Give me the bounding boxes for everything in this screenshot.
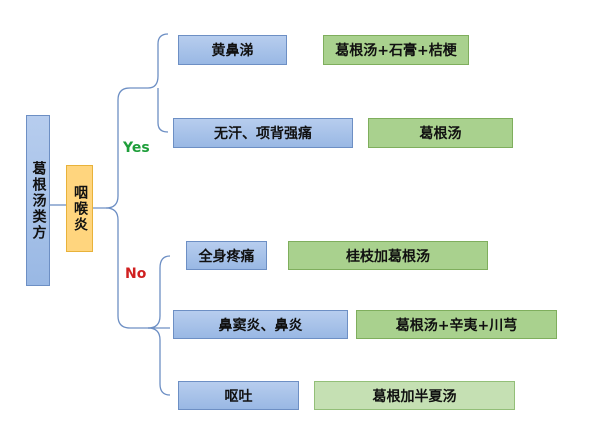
formula-box: 葛根加半夏汤	[314, 381, 515, 410]
branch-no-label: No	[125, 266, 147, 282]
symptom-label: 鼻窦炎、鼻炎	[218, 317, 303, 334]
symptom-box: 全身疼痛	[186, 241, 267, 270]
formula-label: 葛根汤+石膏+桔梗	[335, 43, 457, 59]
formula-box: 葛根汤	[368, 118, 513, 148]
symptom-box: 黄鼻涕	[178, 35, 287, 65]
symptom-label: 黄鼻涕	[211, 43, 254, 59]
symptom-label: 无汗、项背强痛	[214, 126, 312, 142]
symptom-box: 鼻窦炎、鼻炎	[173, 310, 348, 339]
symptom-label: 全身疼痛	[198, 248, 255, 265]
formula-box: 葛根汤+辛夷+川芎	[356, 310, 557, 339]
formula-label: 葛根汤+辛夷+川芎	[395, 317, 518, 334]
symptom-box: 呕吐	[178, 381, 299, 410]
root-category-label: 葛根汤类方	[30, 160, 47, 241]
symptom-label: 呕吐	[224, 388, 253, 405]
branch-yes-label: Yes	[123, 140, 150, 156]
formula-label: 葛根加半夏汤	[372, 388, 457, 405]
formula-label: 桂枝加葛根汤	[346, 248, 430, 265]
formula-box: 桂枝加葛根汤	[288, 241, 488, 270]
formula-label: 葛根汤	[419, 126, 462, 142]
root-category-box: 葛根汤类方	[26, 115, 50, 286]
condition-label: 咽喉炎	[72, 184, 88, 233]
symptom-box: 无汗、项背强痛	[173, 118, 353, 148]
formula-box: 葛根汤+石膏+桔梗	[323, 35, 469, 65]
condition-box: 咽喉炎	[66, 165, 93, 252]
